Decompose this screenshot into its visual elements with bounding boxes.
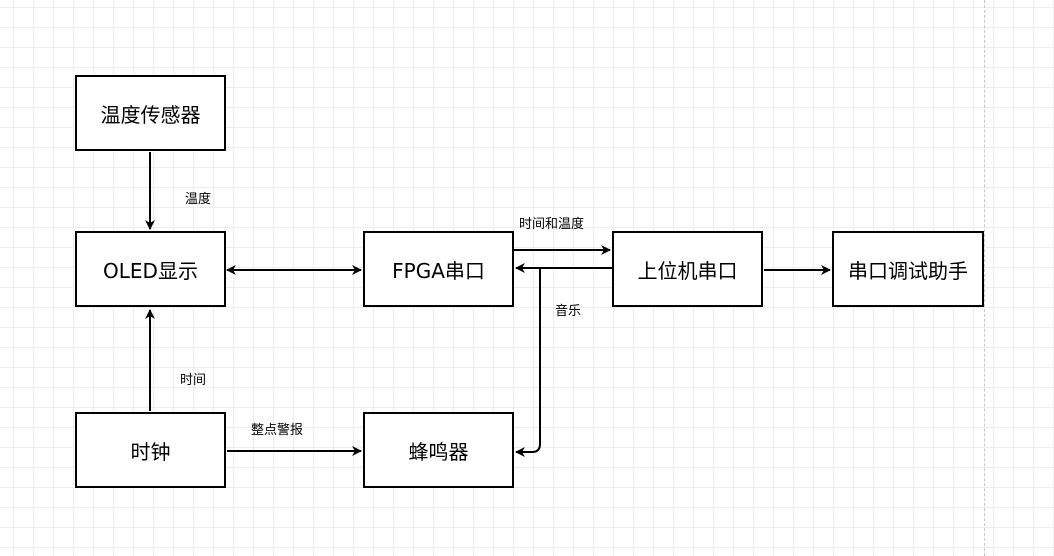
node-clock[interactable]: 时钟 (75, 412, 226, 488)
edge-label-temperature: 温度 (185, 192, 212, 207)
connector-host-to-buzzer[interactable] (515, 268, 541, 457)
edge-label-hourly-alarm: 整点警报 (251, 423, 304, 438)
edge-label-time: 时间 (180, 373, 207, 388)
node-temperature-sensor[interactable]: 温度传感器 (75, 75, 226, 151)
node-fpga-serial[interactable]: FPGA串口 (363, 231, 514, 307)
node-buzzer[interactable]: 蜂鸣器 (363, 412, 514, 488)
node-host-serial[interactable]: 上位机串口 (612, 231, 763, 307)
page-boundary (984, 0, 985, 556)
edge-label-music: 音乐 (555, 304, 582, 319)
edge-label-time-and-temperature: 时间和温度 (519, 217, 585, 232)
node-serial-assistant[interactable]: 串口调试助手 (832, 231, 984, 307)
node-oled-display[interactable]: OLED显示 (75, 231, 226, 307)
